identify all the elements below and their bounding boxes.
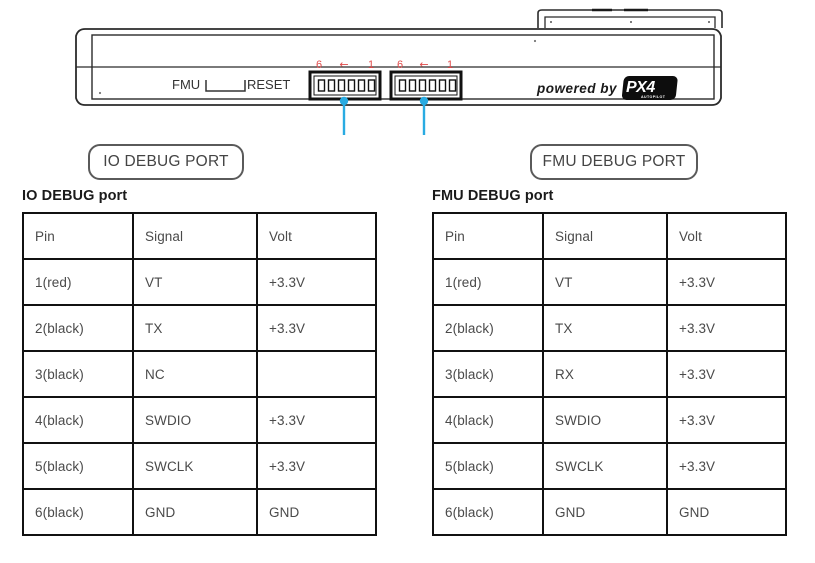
px4-logo-subtext: AUTOPILOT <box>641 95 666 99</box>
fmu-table-title: FMU DEBUG port <box>432 188 554 204</box>
cell-signal: NC <box>132 350 258 398</box>
cell-pin: 1(red) <box>432 258 544 306</box>
io-debug-port-callout[interactable]: IO DEBUG PORT <box>88 144 244 180</box>
column-header-volt: Volt <box>256 212 377 260</box>
io-table-title: IO DEBUG port <box>22 188 128 204</box>
io-pin-high-label: 6 <box>316 59 322 71</box>
cell-pin: 5(black) <box>432 442 544 490</box>
table-row: 1(red)VT+3.3V <box>22 258 377 306</box>
table-row: 1(red)VT+3.3V <box>432 258 787 306</box>
cell-volt: +3.3V <box>666 442 787 490</box>
cell-pin: 4(black) <box>22 396 134 444</box>
cell-volt: +3.3V <box>256 442 377 490</box>
leader-lines <box>342 101 426 135</box>
cell-pin: 2(black) <box>432 304 544 352</box>
column-header-signal: Signal <box>542 212 668 260</box>
cell-volt: +3.3V <box>666 258 787 306</box>
table-row: 5(black)SWCLK+3.3V <box>22 442 377 490</box>
cell-volt: +3.3V <box>256 396 377 444</box>
device-illustration: FMU RESET 6 ← 1 6 ← 1 <box>75 8 723 135</box>
cell-pin: 1(red) <box>22 258 134 306</box>
cell-signal: VT <box>132 258 258 306</box>
table-row: 3(black)NC <box>22 350 377 398</box>
io-leader-line <box>342 101 346 135</box>
fmu-pin-high-label: 6 <box>397 59 403 71</box>
cell-pin: 5(black) <box>22 442 134 490</box>
cell-volt: +3.3V <box>666 304 787 352</box>
io-pin-arrow-icon: ← <box>339 58 348 71</box>
cell-signal: SWDIO <box>132 396 258 444</box>
column-header-volt: Volt <box>666 212 787 260</box>
cell-signal: SWCLK <box>542 442 668 490</box>
cell-pin: 3(black) <box>432 350 544 398</box>
reset-label: RESET <box>247 77 290 92</box>
table-row: 3(black)RX+3.3V <box>432 350 787 398</box>
cell-signal: GND <box>542 488 668 536</box>
table-row: 2(black)TX+3.3V <box>432 304 787 352</box>
cell-signal: GND <box>132 488 258 536</box>
cell-volt: +3.3V <box>256 258 377 306</box>
cell-pin: 4(black) <box>432 396 544 444</box>
io-leader-dot <box>339 96 349 106</box>
cell-signal: RX <box>542 350 668 398</box>
px4-logo-badge: PX4 AUTOPILOT <box>621 76 678 100</box>
cell-pin: 6(black) <box>22 488 134 536</box>
cell-volt <box>256 350 377 398</box>
fmu-pin-arrow-icon: ← <box>419 58 428 71</box>
io-pin-low-label: 1 <box>368 59 374 71</box>
fmu-label: FMU <box>172 77 200 92</box>
fmu-debug-connector[interactable]: 6 ← 1 <box>389 58 463 101</box>
cell-pin: 2(black) <box>22 304 134 352</box>
cell-signal: TX <box>542 304 668 352</box>
column-header-pin: Pin <box>22 212 134 260</box>
device-rear-panel <box>537 8 723 28</box>
cell-signal: TX <box>132 304 258 352</box>
fmu-debug-port-callout[interactable]: FMU DEBUG PORT <box>530 144 698 180</box>
cell-pin: 3(black) <box>22 350 134 398</box>
cell-volt: +3.3V <box>256 304 377 352</box>
cell-signal: VT <box>542 258 668 306</box>
cell-signal: SWDIO <box>542 396 668 444</box>
column-header-pin: Pin <box>432 212 544 260</box>
px4-logo-text: PX4 <box>626 79 655 96</box>
fmu-reset-button-group[interactable]: FMU RESET <box>172 77 290 92</box>
cell-pin: 6(black) <box>432 488 544 536</box>
device-body-outline <box>75 28 722 106</box>
io-debug-connector[interactable]: 6 ← 1 <box>308 58 382 101</box>
cell-volt: GND <box>256 488 377 536</box>
powered-by-label: powered by <box>536 81 618 96</box>
table-row: 5(black)SWCLK+3.3V <box>432 442 787 490</box>
cell-volt: GND <box>666 488 787 536</box>
cell-volt: +3.3V <box>666 396 787 444</box>
table-row: 4(black)SWDIO+3.3V <box>22 396 377 444</box>
column-header-signal: Signal <box>132 212 258 260</box>
fmu-leader-line <box>422 101 426 135</box>
cell-signal: SWCLK <box>132 442 258 490</box>
table-row: 4(black)SWDIO+3.3V <box>432 396 787 444</box>
table-row: 2(black)TX+3.3V <box>22 304 377 352</box>
px4-branding: powered by PX4 AUTOPILOT <box>536 76 678 100</box>
cell-volt: +3.3V <box>666 350 787 398</box>
reset-button-outline[interactable] <box>205 80 246 92</box>
fmu-leader-dot <box>419 96 429 106</box>
fmu-pin-low-label: 1 <box>447 59 453 71</box>
